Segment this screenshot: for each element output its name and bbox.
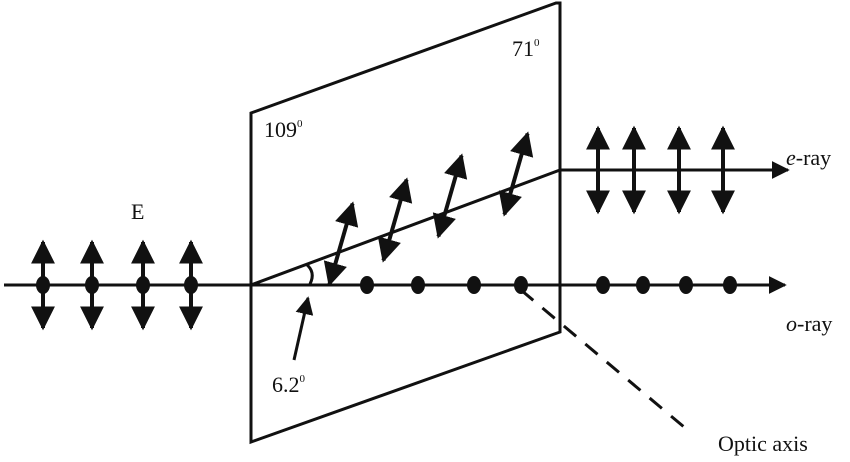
dot-icon xyxy=(514,276,528,294)
slanted-double-arrow-icon xyxy=(432,153,468,239)
angle-71-label: 710 xyxy=(512,36,540,61)
dot-icon xyxy=(184,276,198,294)
e-ray-label: e-ray xyxy=(786,145,831,170)
degree-mark: 0 xyxy=(300,373,306,385)
dot-icon xyxy=(136,276,150,294)
optic-axis-label: Optic axis xyxy=(718,431,808,456)
dot-icon xyxy=(636,276,650,294)
o-ray-label: o-ray xyxy=(786,311,832,336)
degree-mark: 0 xyxy=(534,37,540,49)
slanted-double-arrow-icon xyxy=(377,177,413,263)
e-ray-suffix: -ray xyxy=(796,145,831,170)
angle-split-value: 6.2 xyxy=(272,372,300,397)
degree-mark: 0 xyxy=(297,118,303,130)
angle-109-value: 109 xyxy=(264,117,297,142)
o-ray-suffix: -ray xyxy=(797,311,832,336)
field-label: E xyxy=(131,199,144,224)
dot-icon xyxy=(85,276,99,294)
e-ray-line xyxy=(250,161,790,287)
dot-icon xyxy=(723,276,737,294)
angle-109-label: 1090 xyxy=(264,117,303,142)
e-ray-prefix: e xyxy=(786,145,796,170)
o-ray-prefix: o xyxy=(786,311,797,336)
polarization-marks xyxy=(31,125,737,331)
optic-axis-line xyxy=(520,288,691,434)
angle-71-value: 71 xyxy=(512,36,534,61)
dot-icon xyxy=(467,276,481,294)
dot-icon xyxy=(36,276,50,294)
dot-icon xyxy=(411,276,425,294)
slanted-double-arrow-icon xyxy=(498,131,534,217)
angle-pointer-arrow xyxy=(292,296,314,361)
slanted-double-arrow-icon xyxy=(323,201,359,287)
dot-icon xyxy=(360,276,374,294)
dot-icon xyxy=(596,276,610,294)
angle-split-label: 6.20 xyxy=(272,372,306,397)
crystal-plane xyxy=(249,1,562,445)
angle-arc xyxy=(305,262,314,285)
dot-icon xyxy=(679,276,693,294)
